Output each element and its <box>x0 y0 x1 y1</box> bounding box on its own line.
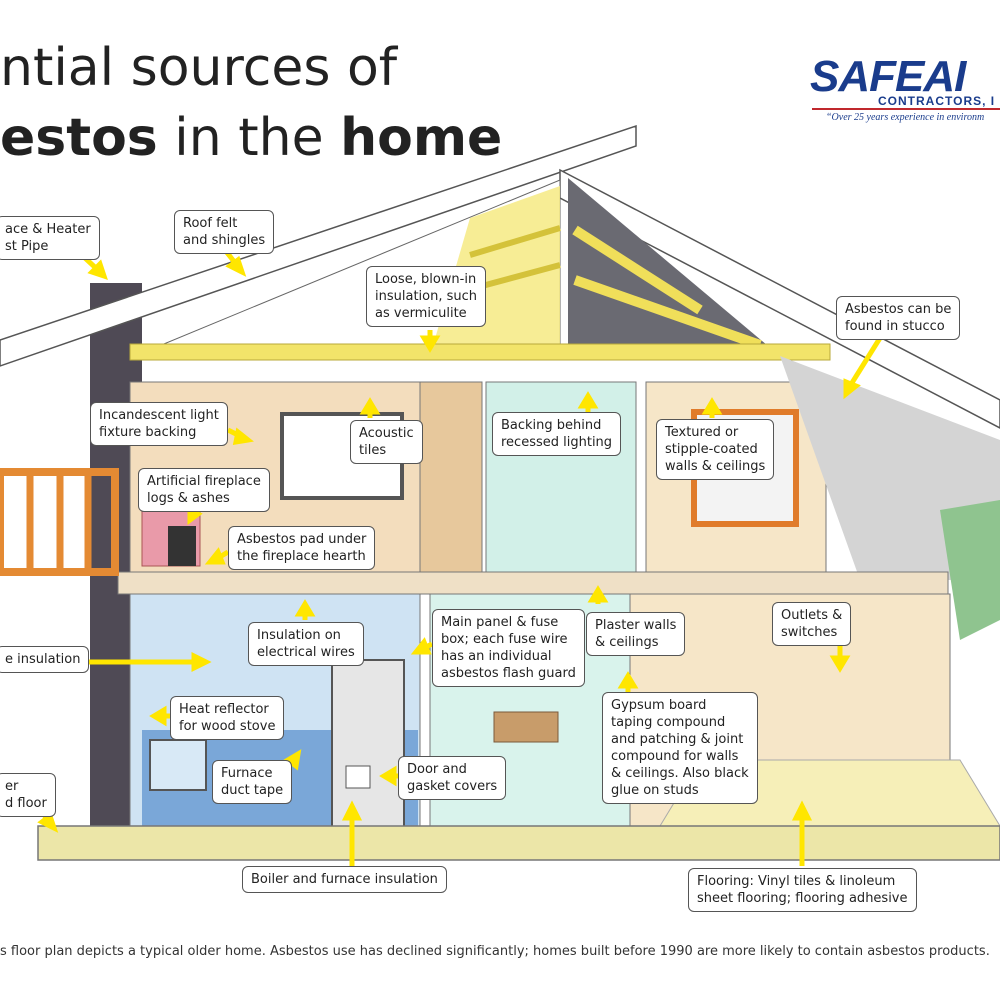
dining-table <box>493 711 559 743</box>
label-textured-walls: Textured or stipple-coated walls & ceili… <box>656 419 775 480</box>
logo-divider <box>812 108 1000 110</box>
siding <box>940 500 1000 640</box>
label-floor-left: er d floor <box>0 773 56 817</box>
attic-insulation <box>129 343 831 361</box>
label-plaster: Plaster walls & ceilings <box>586 612 686 656</box>
label-acoustic-tiles: Acoustic tiles <box>350 420 423 464</box>
label-furnace-pipe: ace & Heater st Pipe <box>0 216 100 260</box>
label-light-fixture: Incandescent light fixture backing <box>90 402 228 446</box>
label-duct-tape: Furnace duct tape <box>212 760 293 804</box>
label-boiler: Boiler and furnace insulation <box>242 866 447 893</box>
foundation <box>37 825 1000 861</box>
mid-floor <box>117 571 949 595</box>
upper-hall <box>419 381 483 573</box>
attic-gable <box>568 178 780 356</box>
label-heat-reflector: Heat reflector for wood stove <box>170 696 285 740</box>
label-electrical-wires: Insulation on electrical wires <box>248 622 364 666</box>
company-logo-subtitle: CONTRACTORS, I <box>878 94 996 108</box>
page-title-line2: estos in the home <box>0 112 502 164</box>
label-outlets: Outlets & switches <box>772 602 852 646</box>
label-recessed-lighting: Backing behind recessed lighting <box>492 412 622 456</box>
label-gypsum: Gypsum board taping compound and patchin… <box>602 692 758 804</box>
label-loose-insulation: Loose, blown-in insulation, such as verm… <box>366 266 487 327</box>
page-title-mid: in the <box>157 108 341 168</box>
label-stucco: Asbestos can be found in stucco <box>836 296 961 340</box>
company-tagline: “Over 25 years experience in environm <box>826 112 985 123</box>
label-pipe-insulation: e insulation <box>0 646 90 673</box>
roof-left <box>0 124 637 367</box>
label-hearth-pad: Asbestos pad under the fireplace hearth <box>228 526 376 570</box>
wood-stove <box>149 739 207 791</box>
label-flooring: Flooring: Vinyl tiles & linoleum sheet f… <box>688 868 917 912</box>
page-title-bold-home: home <box>340 108 503 168</box>
upper-bathroom <box>485 381 637 573</box>
label-fireplace-logs: Artificial fireplace logs & ashes <box>138 468 270 512</box>
label-fuse-box: Main panel & fuse box; each fuse wire ha… <box>432 609 585 687</box>
company-logo: SAFEAI <box>810 52 966 101</box>
label-roof-felt: Roof felt and shingles <box>174 210 275 254</box>
label-gasket: Door and gasket covers <box>398 756 507 800</box>
deck <box>0 468 119 576</box>
footnote: s floor plan depicts a typical older hom… <box>0 944 990 959</box>
page-title-bold-asbestos: estos <box>0 108 158 168</box>
furnace <box>331 659 405 829</box>
page-title-line1: ntial sources of <box>0 38 398 98</box>
